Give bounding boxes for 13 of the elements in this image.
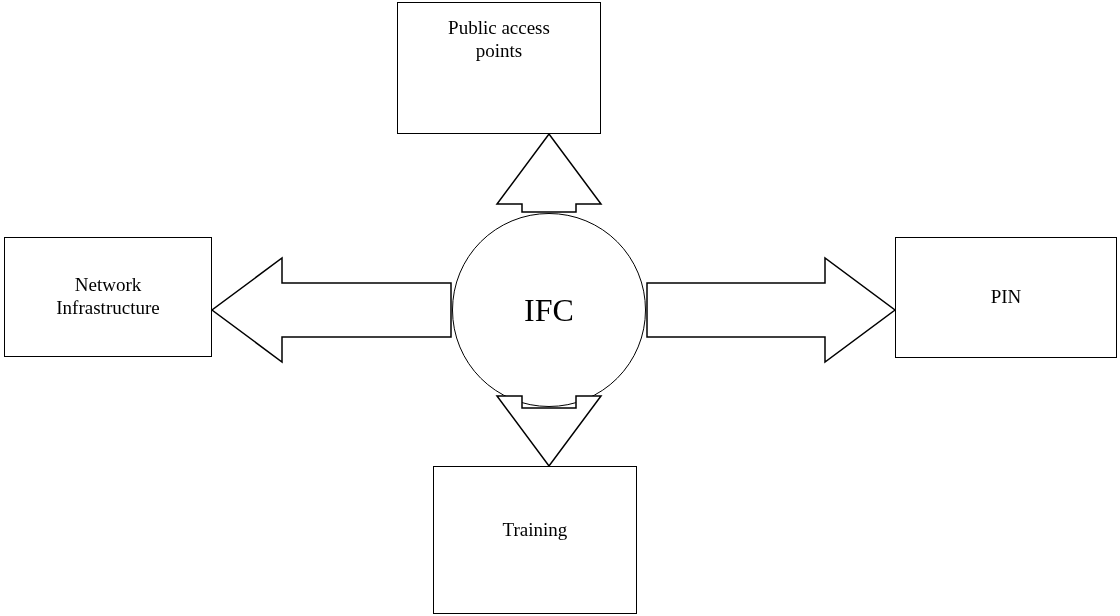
process-box xyxy=(433,466,637,614)
block-arrow xyxy=(646,256,897,364)
process-box xyxy=(397,2,601,134)
node-label: Public access points xyxy=(447,17,551,63)
node-label: PIN xyxy=(990,286,1022,309)
process-box xyxy=(4,237,212,357)
node-label: Network Infrastructure xyxy=(55,274,161,320)
node-label: Training xyxy=(502,519,568,542)
process-box xyxy=(895,237,1117,358)
block-arrow xyxy=(495,132,603,213)
block-arrow xyxy=(210,256,452,364)
node-label: IFC xyxy=(524,290,574,330)
block-arrow xyxy=(495,395,603,468)
